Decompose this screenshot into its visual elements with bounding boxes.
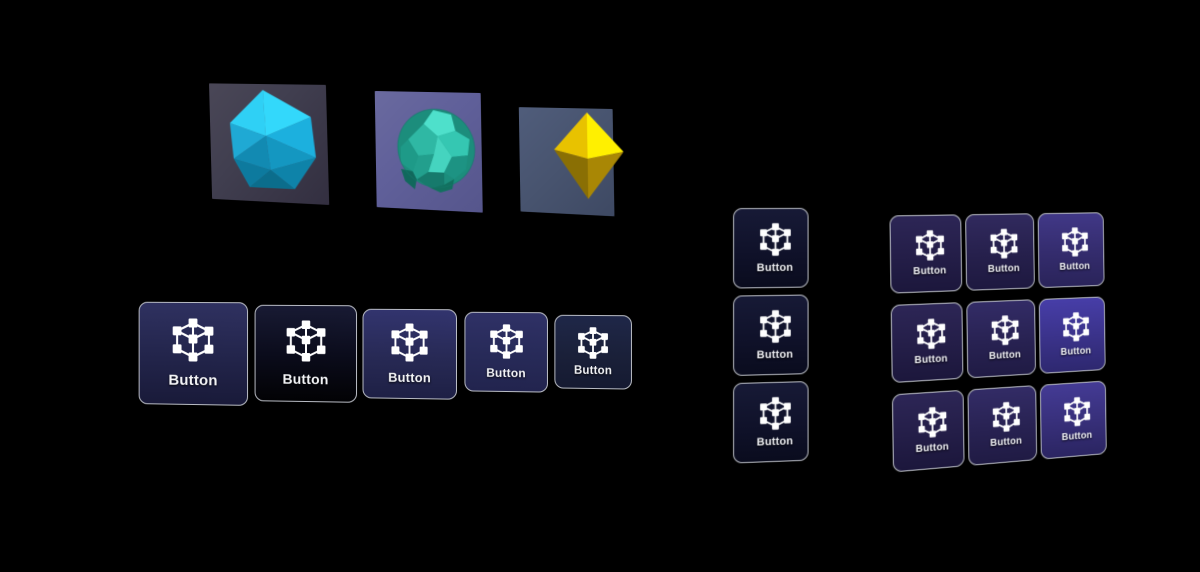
grid-button-r2c1[interactable]: Button	[890, 302, 964, 384]
cube-lattice-icon	[1062, 396, 1092, 427]
geodesic-sphere-shape	[375, 91, 483, 194]
octahedron-shape	[553, 111, 625, 201]
cube-lattice-icon	[170, 318, 216, 362]
button-grid-3x3: Button Button	[889, 212, 1107, 473]
cube-lattice-icon	[284, 320, 328, 362]
cube-lattice-icon	[915, 318, 947, 350]
grid-button-r3c2[interactable]: Button	[967, 385, 1038, 466]
grid-button-r2c3[interactable]: Button	[1038, 296, 1106, 374]
grid-button-r3c2-label: Button	[990, 435, 1023, 450]
cube-lattice-icon	[576, 327, 610, 359]
icosahedron-panel[interactable]	[209, 83, 330, 206]
vertical-button-column: Button Button	[733, 207, 812, 480]
cube-lattice-icon	[916, 406, 948, 439]
cube-lattice-icon	[990, 401, 1021, 433]
grid-button-r1c3-label: Button	[1059, 261, 1091, 273]
column-button-2[interactable]: Button	[733, 294, 809, 377]
grid-button-r3c3-label: Button	[1061, 429, 1093, 444]
row-button-2[interactable]: Button	[254, 304, 358, 403]
grid-button-r2c2-label: Button	[988, 349, 1021, 363]
grid-button-r2c2[interactable]: Button	[966, 299, 1037, 379]
cube-lattice-icon	[913, 230, 945, 261]
grid-button-r1c1-label: Button	[913, 265, 947, 278]
grid-button-r2c3-label: Button	[1060, 345, 1092, 358]
cube-lattice-icon	[758, 309, 793, 343]
cube-lattice-icon	[988, 228, 1019, 259]
cube-lattice-icon	[1060, 227, 1090, 257]
cube-lattice-icon	[989, 315, 1020, 346]
row-button-3[interactable]: Button	[362, 308, 458, 400]
grid-button-r2c1-label: Button	[914, 353, 948, 367]
row-button-5[interactable]: Button	[554, 314, 632, 390]
grid-button-r3c1-label: Button	[915, 441, 949, 456]
cube-lattice-icon	[758, 396, 793, 430]
cube-lattice-icon	[758, 222, 793, 256]
grid-button-r1c2[interactable]: Button	[965, 213, 1035, 291]
grid-button-r1c3[interactable]: Button	[1037, 212, 1105, 289]
grid-button-r3c1[interactable]: Button	[891, 389, 965, 473]
column-button-3[interactable]: Button	[733, 381, 809, 464]
geodesic-sphere-panel[interactable]	[374, 91, 483, 213]
column-button-1[interactable]: Button	[733, 207, 809, 289]
grid-button-r3c3[interactable]: Button	[1039, 380, 1107, 460]
cube-lattice-icon	[488, 324, 525, 359]
row-button-1[interactable]: Button	[138, 301, 249, 406]
row-button-4[interactable]: Button	[464, 311, 548, 393]
icosahedron-shape	[229, 89, 317, 191]
cube-lattice-icon	[389, 323, 430, 362]
grid-button-r1c1[interactable]: Button	[889, 214, 963, 294]
cube-lattice-icon	[1061, 312, 1091, 343]
octahedron-panel[interactable]	[518, 107, 625, 217]
grid-button-r1c2-label: Button	[987, 263, 1020, 276]
